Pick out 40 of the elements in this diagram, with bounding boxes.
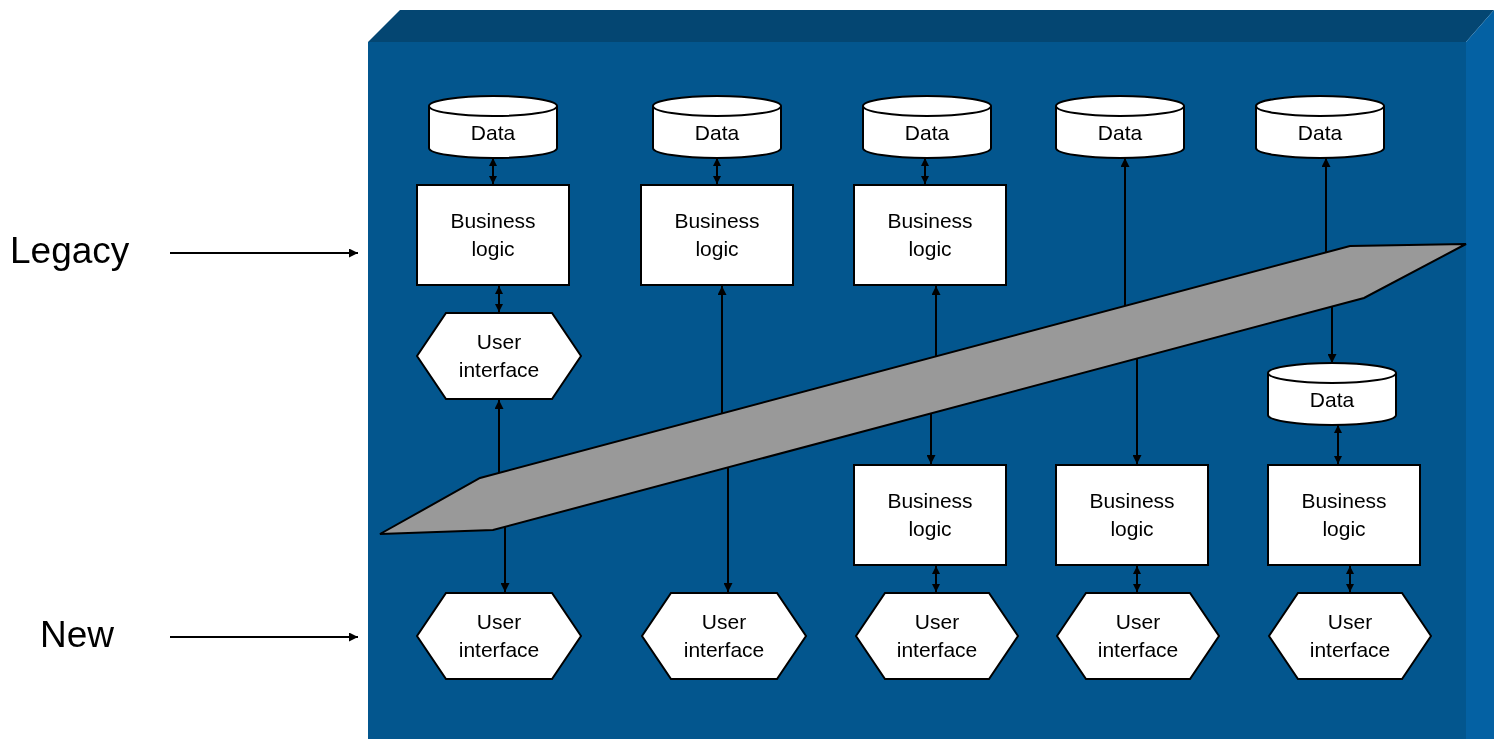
row-label: Legacy	[10, 229, 130, 273]
node-label: Data	[1096, 120, 1144, 146]
node-label: Business logic	[1300, 488, 1388, 542]
arrow	[1334, 424, 1342, 465]
arrow	[1120, 157, 1130, 307]
arrow	[495, 285, 503, 313]
node-label: Business logic	[886, 208, 974, 262]
node-label: User interface	[1096, 609, 1180, 663]
arrow	[717, 285, 727, 415]
arrow	[489, 157, 497, 185]
node-label: Business logic	[449, 208, 537, 262]
node-label: Data	[693, 120, 741, 146]
arrow	[169, 248, 359, 258]
arrow	[921, 157, 929, 185]
arrow	[500, 525, 510, 593]
row-label: New	[40, 613, 115, 657]
arrow	[1346, 565, 1354, 593]
node-label: User interface	[457, 329, 541, 383]
arrow	[1133, 565, 1141, 593]
node-label: Data	[469, 120, 517, 146]
node-label: User interface	[1308, 609, 1392, 663]
arrow	[1132, 357, 1142, 465]
arrow	[713, 157, 721, 185]
node-label: User interface	[895, 609, 979, 663]
node-label: Business logic	[673, 208, 761, 262]
node-label: Business logic	[1088, 488, 1176, 542]
node-label: Data	[903, 120, 951, 146]
node-label: User interface	[457, 609, 541, 663]
node-label: User interface	[682, 609, 766, 663]
arrow	[931, 285, 941, 358]
node-label: Data	[1296, 120, 1344, 146]
arrow	[932, 565, 940, 593]
node-label: Business logic	[886, 488, 974, 542]
arrow	[1327, 305, 1337, 364]
node-label: Data	[1308, 387, 1356, 413]
arrow	[723, 466, 733, 593]
arrow	[1321, 157, 1331, 254]
arrow	[494, 399, 504, 474]
arrow	[169, 632, 359, 642]
arrow	[926, 412, 936, 465]
